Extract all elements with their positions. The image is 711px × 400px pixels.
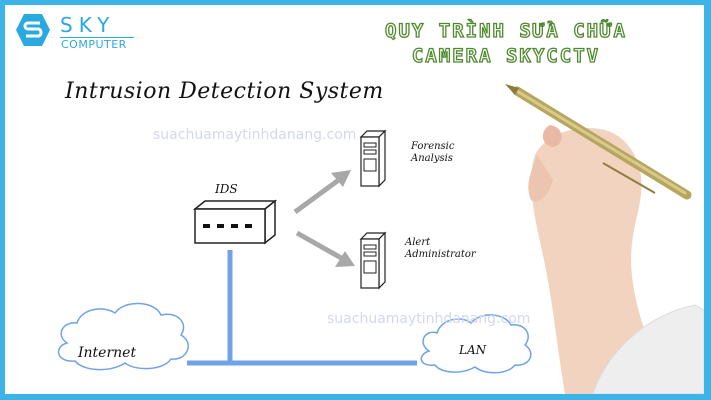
ids-diagram [57, 84, 704, 394]
sky-s-hexagon-icon [16, 14, 50, 46]
headline-line-1: QUY TRÌNH SỬA CHỮA [384, 19, 627, 42]
watermark-bottom: suachuamaytinhdanang.com [327, 311, 531, 327]
forensic-server-icon [359, 129, 387, 188]
ids-device-icon [192, 199, 278, 245]
arrow-to-alert [295, 230, 355, 267]
headline: QUY TRÌNH SỬA CHỮA CAMERA SKYCCTV [326, 19, 686, 69]
internet-cloud [57, 302, 189, 371]
hand-holding-pen-image [505, 84, 704, 394]
alert-server-icon [359, 231, 387, 290]
forensic-label: Forensic Analysis [411, 141, 454, 165]
alert-label: Alert Administrator [405, 237, 476, 261]
diagram-title: Intrusion Detection System [65, 79, 384, 104]
forensic-label-line-1: Forensic [411, 141, 455, 152]
internet-label: Internet [78, 345, 137, 361]
logo-name: SKY [60, 13, 116, 37]
watermark-top: suachuamaytinhdanang.com [153, 127, 357, 143]
arrow-to-forensic [293, 170, 351, 215]
ids-label: IDS [215, 182, 238, 196]
alert-label-line-2: Administrator [405, 249, 476, 260]
headline-line-2: CAMERA SKYCCTV [411, 44, 601, 67]
sky-computer-logo: SKY COMPUTER [15, 11, 145, 51]
logo-subtitle: COMPUTER [61, 38, 127, 51]
forensic-label-line-2: Analysis [411, 153, 453, 164]
logo-divider [60, 37, 134, 38]
alert-label-line-1: Alert [405, 237, 431, 248]
lan-cloud [420, 314, 532, 374]
lan-label: LAN [459, 343, 487, 357]
image-frame: SKY COMPUTER QUY TRÌNH SỬA CHỮA CAMERA S… [5, 5, 704, 394]
